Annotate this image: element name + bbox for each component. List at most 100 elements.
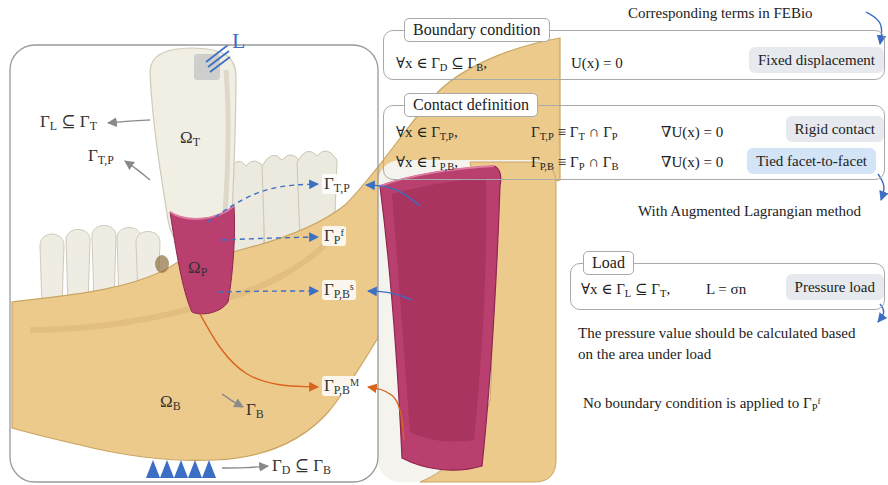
text-run: L = σn xyxy=(706,281,746,297)
text-run: Corresponding terms in FEBio xyxy=(628,5,813,21)
socket-hole xyxy=(155,255,169,273)
symbol: Ω xyxy=(160,392,173,411)
boundary-label: ΓP,Bᴹ xyxy=(322,376,361,396)
subscript: P xyxy=(812,402,818,413)
subscript: B xyxy=(323,463,331,477)
subscript: T,P xyxy=(440,131,454,142)
symbol: Ω xyxy=(180,128,193,147)
term-label: Fixed displacement xyxy=(758,51,875,69)
text-run: ∀x ∈ xyxy=(396,55,431,71)
febio-term-box: Pressure load xyxy=(786,274,884,300)
text-run: ∀x ∈ xyxy=(396,124,431,140)
subscript: P xyxy=(612,131,618,142)
symbol: Γ xyxy=(272,456,282,475)
subscript: T xyxy=(578,131,584,142)
symbol: Γ xyxy=(431,55,440,71)
leader-line xyxy=(222,237,318,240)
text-run: ⊆ xyxy=(290,456,313,475)
boundary-label: ΓD ⊆ ΓB xyxy=(272,456,331,476)
symbol: Γ xyxy=(803,395,812,411)
leader-line xyxy=(368,387,404,440)
subscript: P,B xyxy=(334,383,350,397)
symbol: Γ xyxy=(80,112,90,131)
subscript: T,P xyxy=(334,181,350,195)
fixed-support xyxy=(146,460,216,478)
text-run: ∩ xyxy=(585,124,603,140)
text-run: ≡ xyxy=(554,124,570,140)
mandible-bone xyxy=(12,38,560,460)
formula-text: ΓP,B ≡ ΓP ∩ ΓB xyxy=(531,153,619,171)
symbol: Γ xyxy=(468,55,477,71)
boundary-label: ΓP,Bˢ xyxy=(322,280,356,300)
boundary-label: ΓT,P xyxy=(322,174,352,194)
annotation-text: With Augmented Lagrangian method xyxy=(638,201,861,222)
symbol: Γ xyxy=(531,124,540,140)
formula-text: U(x) = 0 xyxy=(571,54,623,72)
symbol: Ω xyxy=(188,258,201,277)
periodontal-ligament xyxy=(170,206,235,314)
domain-label: ΩT xyxy=(180,128,200,148)
subscript: L xyxy=(50,119,57,133)
term-label: Tied facet-to-facet xyxy=(756,152,867,170)
text-run: ⊆ xyxy=(447,55,467,71)
term-label: Pressure load xyxy=(795,278,875,296)
text-run: Pressure load xyxy=(795,279,875,295)
leader-line xyxy=(222,466,268,468)
symbol: Γ xyxy=(324,174,334,193)
text-run: , xyxy=(454,124,458,140)
formula-text: ΓT,P ≡ ΓT ∩ ΓP xyxy=(531,123,618,141)
leader-line xyxy=(218,291,318,292)
text-run: ᶠ xyxy=(340,226,344,245)
formula-text: ∇U(x) = 0 xyxy=(661,153,723,171)
subscript: T xyxy=(660,288,666,299)
symbol: Γ xyxy=(324,226,334,245)
formula-text: ∀x ∈ ΓP,B, xyxy=(396,153,458,171)
text-run: Tied facet-to-facet xyxy=(756,153,867,169)
symbol: Γ xyxy=(431,154,440,170)
text-run: , xyxy=(483,55,487,71)
formula-text: ∀x ∈ ΓL ⊆ ΓT, xyxy=(581,280,670,298)
leader-line xyxy=(866,12,882,44)
text-run: ᶠ xyxy=(817,395,820,411)
annotation-text: No boundary condition is applied to ΓPᶠ xyxy=(583,393,821,414)
symbol: Γ xyxy=(603,154,612,170)
symbol: Γ xyxy=(570,124,579,140)
symbol: Γ xyxy=(324,376,334,395)
text-run: ˢ xyxy=(350,280,354,299)
text-run: Rigid contact xyxy=(795,121,875,137)
subscript: B xyxy=(173,399,181,413)
subscript: L xyxy=(625,288,631,299)
subscript: P,B xyxy=(540,161,554,172)
leader-line xyxy=(878,304,884,322)
text-run: Boundary condition xyxy=(413,21,541,38)
symbol: Γ xyxy=(570,154,579,170)
symbol: Γ xyxy=(313,456,323,475)
symbol: Γ xyxy=(651,281,660,297)
text-run: ∇U(x) = 0 xyxy=(661,154,723,170)
subscript: T xyxy=(193,135,200,149)
text-run: No boundary condition is applied to xyxy=(583,395,803,411)
text-run: With Augmented Lagrangian method xyxy=(638,203,861,219)
text-run: ⊆ xyxy=(631,281,651,297)
leader-line xyxy=(222,394,243,407)
annotation-text: Corresponding terms in FEBio xyxy=(628,3,813,24)
text-run: Load xyxy=(592,254,625,271)
subscript: P,B xyxy=(334,287,350,301)
panel-heading: Contact definition xyxy=(404,93,538,117)
symbol: Γ xyxy=(603,124,612,140)
load-symbol: L xyxy=(232,28,245,54)
condition-panel: Boundary condition∀x ∈ ΓD ⊆ ΓB,U(x) = 0F… xyxy=(383,30,885,80)
subscript: P xyxy=(201,265,208,279)
panel-heading: Load xyxy=(583,251,634,275)
domain-label: ΩP xyxy=(188,258,207,278)
subscript: T,P xyxy=(540,131,554,142)
leader-lines xyxy=(108,12,884,468)
load-lines xyxy=(206,45,230,72)
formula-text: ∀x ∈ ΓT,P, xyxy=(396,123,458,141)
symbol: Γ xyxy=(531,154,540,170)
leader-line xyxy=(125,161,150,180)
text-run: ∩ xyxy=(584,154,602,170)
text-run: L xyxy=(232,28,245,53)
domain-label: ΩB xyxy=(160,392,181,412)
